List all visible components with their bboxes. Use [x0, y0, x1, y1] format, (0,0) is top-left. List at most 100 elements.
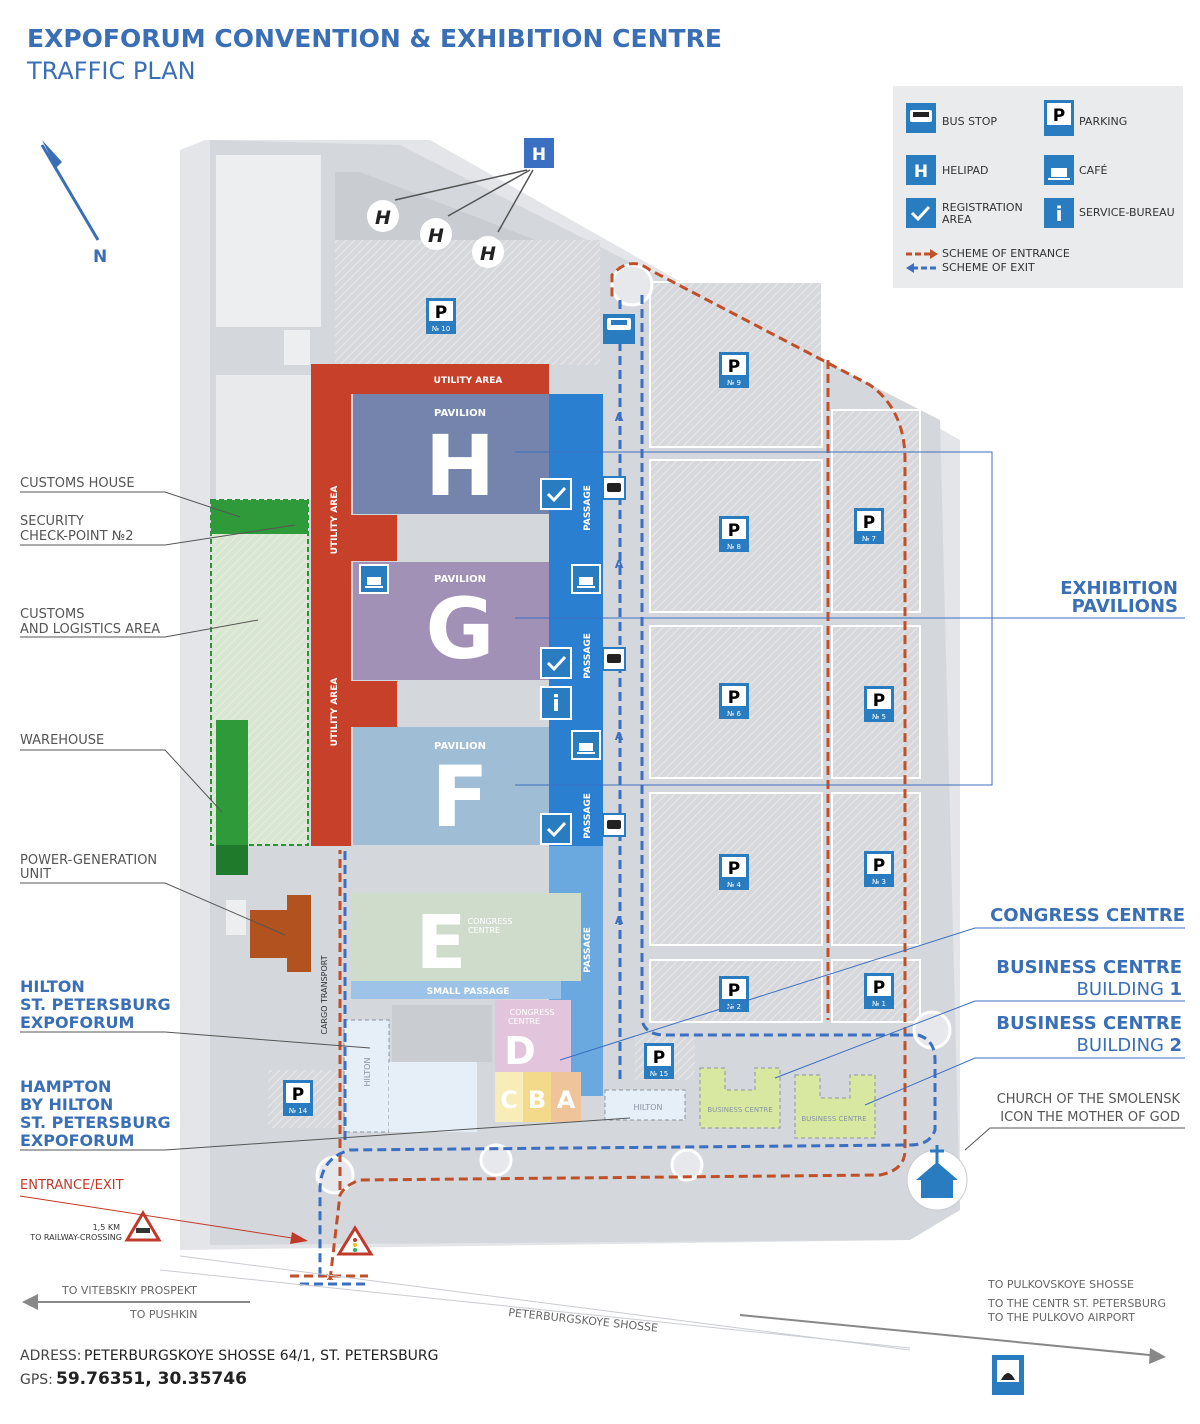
customs-house-label: CUSTOMS HOUSE — [20, 476, 135, 491]
pavilion-f-caption: PAVILION — [434, 741, 486, 752]
pavilion-h-letter: H — [425, 417, 495, 515]
hall-b[interactable] — [523, 1072, 551, 1122]
business-1-label-b: BUILDING — [1077, 979, 1164, 1000]
legend-bus-stop-icon — [906, 103, 936, 133]
business-centre-2-small: BUSINESS CENTRE — [801, 1115, 866, 1123]
legend-exit-label: SCHEME OF EXIT — [942, 261, 1035, 274]
road-pulkovskoye-label: TO PULKOVSKOYE SHOSSE — [987, 1278, 1134, 1291]
road-vitebskiy-label: TO VITEBSKIY PROSPEKT — [61, 1284, 197, 1297]
church-label-2: ICON THE MOTHER OF GOD — [1000, 1110, 1180, 1125]
pavilion-d-letter: D — [504, 1029, 536, 1073]
svg-text:P: P — [863, 513, 875, 533]
hampton-hotel[interactable] — [604, 1089, 686, 1121]
pavilion-g[interactable] — [353, 562, 573, 680]
business-2-label-b: BUILDING — [1077, 1035, 1164, 1056]
cafe-g-left-icon[interactable] — [359, 564, 389, 594]
hall-a[interactable] — [551, 1072, 581, 1122]
parking-7-icon[interactable]: P№ 7 — [854, 508, 884, 544]
roundabout-mid-2 — [670, 1148, 704, 1182]
congress-e-label-1: CONGRESS — [468, 917, 513, 926]
power-label-1: POWER-GENERATION — [20, 853, 157, 868]
congress-d-label-2: CENTRE — [508, 1017, 540, 1026]
legend-service-label: SERVICE-BUREAU — [1079, 206, 1175, 219]
customs-house — [211, 500, 308, 534]
small-passage-label: SMALL PASSAGE — [427, 987, 510, 997]
parking-15-icon[interactable]: P№ 15 — [644, 1043, 674, 1079]
bus-stop-top-icon[interactable] — [603, 314, 635, 344]
hampton-label-4: EXPOFORUM — [20, 1131, 134, 1150]
legend-parking-glyph: P — [1053, 106, 1065, 126]
parking-9-icon[interactable]: P№ 9 — [719, 352, 749, 388]
gps-value: 59.76351, 30.35746 — [56, 1369, 247, 1389]
registration-h-icon[interactable] — [540, 478, 572, 510]
customs-area-label-2: AND LOGISTICS AREA — [20, 622, 160, 637]
parking-1-icon[interactable]: P№ 1 — [864, 973, 894, 1009]
parking-5-icon[interactable]: P№ 5 — [864, 686, 894, 722]
legend-registration-label-1: REGISTRATION — [942, 201, 1023, 214]
cafe-g-right-icon[interactable] — [571, 564, 601, 594]
svg-text:H: H — [428, 225, 444, 247]
cafe-f-icon[interactable] — [571, 730, 601, 760]
hilton-label-2: ST. PETERSBURG — [20, 995, 171, 1014]
congress-centre-d[interactable] — [495, 1000, 571, 1072]
congress-e-label-2: CENTRE — [468, 926, 500, 935]
lane-markers: A A A A — [615, 411, 624, 927]
legend-parking-label: PARKING — [1079, 115, 1127, 128]
svg-text:P: P — [435, 303, 447, 323]
security-label-2: CHECK-POINT №2 — [20, 529, 134, 544]
congress-centre-e[interactable] — [351, 893, 581, 981]
map-title: EXPOFORUM CONVENTION & EXHIBITION CENTRE — [27, 24, 722, 53]
bus-stop-f-icon[interactable] — [602, 813, 626, 837]
legend-cafe-label: CAFÉ — [1079, 164, 1108, 177]
railway-crossing-sign-icon — [124, 1210, 162, 1242]
parking-3-icon[interactable]: P№ 3 — [864, 851, 894, 887]
parking-6-icon[interactable]: P№ 6 — [719, 683, 749, 719]
parking-14-icon[interactable]: P№ 14 — [283, 1080, 313, 1116]
pavilion-h[interactable] — [353, 394, 573, 514]
main-road — [22, 1255, 1166, 1364]
legend-helipad-icon — [906, 155, 936, 185]
registration-g-icon[interactable] — [540, 647, 572, 679]
church-icon — [916, 1145, 958, 1198]
exhibition-label-1: EXHIBITION — [1060, 578, 1178, 599]
business-centre-building-2[interactable] — [794, 1074, 876, 1139]
business-centre-building-1[interactable] — [699, 1067, 781, 1129]
svg-text:P: P — [728, 859, 740, 879]
address-label: ADRESS: — [20, 1348, 81, 1364]
service-bureau-icon[interactable] — [540, 686, 572, 720]
svg-text:A: A — [615, 558, 624, 571]
business-1-number: 1 — [1169, 979, 1182, 1000]
pavilion-g-caption: PAVILION — [434, 574, 486, 585]
bus-stop-h-icon[interactable] — [602, 476, 626, 500]
utility-area-vertical — [311, 364, 351, 846]
entrance-route — [290, 262, 907, 1281]
business-2-label-a: BUSINESS CENTRE — [996, 1013, 1182, 1034]
left-building-mid — [216, 375, 311, 500]
passage-upper — [549, 394, 603, 846]
customs-area-label-1: CUSTOMS — [20, 607, 85, 622]
warehouse-label: WAREHOUSE — [20, 733, 104, 748]
hall-c[interactable] — [495, 1072, 523, 1122]
entrance-cross-icon: ✕ — [325, 1271, 334, 1284]
legend-bus-stop-label: BUS STOP — [942, 115, 997, 128]
svg-text:P: P — [728, 357, 740, 377]
congress-d-label-1: CONGRESS — [510, 1008, 555, 1017]
parking-10-icon[interactable]: P№ 10 — [426, 298, 456, 334]
pavilion-f[interactable] — [353, 727, 573, 845]
hall-b-letter: B — [528, 1086, 546, 1114]
parking-4-icon[interactable]: P№ 4 — [719, 854, 749, 890]
registration-f-icon[interactable] — [540, 813, 572, 845]
hilton-label-3: EXPOFORUM — [20, 1013, 134, 1032]
utility-link-1 — [351, 515, 397, 561]
bus-stop-g-icon[interactable] — [602, 647, 626, 671]
utility-link-2 — [351, 681, 397, 727]
legend-registration-label-2: AREA — [942, 213, 972, 226]
hilton-service-area — [392, 1005, 492, 1062]
right-callout-lines — [515, 451, 1185, 1106]
legend-exit-arrow-icon — [906, 263, 938, 273]
svg-text:P: P — [728, 688, 740, 708]
left-building-upper — [216, 155, 321, 327]
parking-8-icon[interactable]: P№ 8 — [719, 516, 749, 552]
parking-2-icon[interactable]: P№ 2 — [719, 976, 749, 1012]
